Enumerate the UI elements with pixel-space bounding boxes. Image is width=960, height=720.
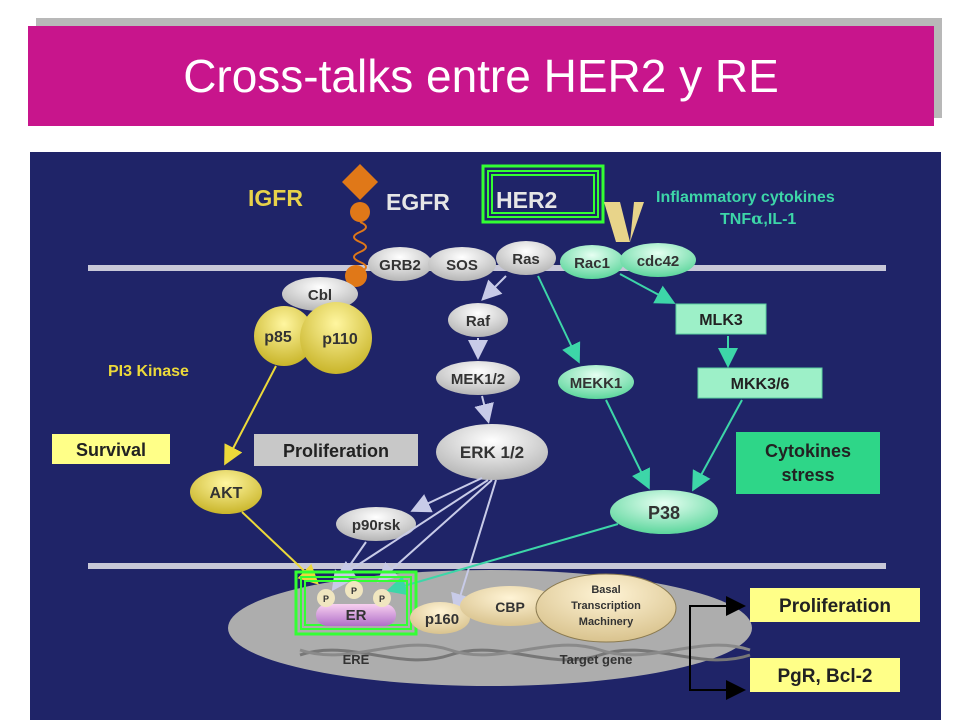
pathway-diagram: IGFR EGFR HER2 Inflammatory cytokines TN… bbox=[30, 152, 941, 720]
er-node bbox=[316, 604, 396, 626]
cbl-label: Cbl bbox=[308, 287, 332, 304]
p110-label: p110 bbox=[322, 331, 358, 348]
her2-label: HER2 bbox=[496, 187, 557, 213]
her2-highlight bbox=[481, 164, 605, 224]
arrow bbox=[605, 399, 650, 490]
rac1-node bbox=[560, 245, 624, 279]
arrow bbox=[481, 275, 507, 301]
her2-highlight bbox=[491, 174, 595, 214]
phospho-node bbox=[317, 589, 335, 607]
raf-node bbox=[448, 303, 508, 337]
cdc42-node bbox=[620, 243, 696, 277]
basal-machinery-node bbox=[535, 573, 677, 643]
output-bracket bbox=[689, 660, 746, 700]
cytokine-receptor bbox=[604, 202, 630, 242]
phospho-label: P bbox=[351, 586, 357, 596]
pgr-output-box bbox=[750, 658, 900, 692]
arrow bbox=[474, 395, 494, 424]
p160-node bbox=[410, 602, 470, 634]
basal-machinery-label: Transcription bbox=[571, 600, 641, 612]
ere-label: ERE bbox=[343, 652, 370, 667]
mek-label: MEK1/2 bbox=[451, 371, 505, 388]
grb2-label: GRB2 bbox=[379, 257, 421, 274]
erk-node bbox=[436, 424, 548, 480]
raf-label: Raf bbox=[466, 313, 491, 330]
er-highlight bbox=[294, 570, 418, 636]
title-bar: Cross-talks entre HER2 y RE bbox=[28, 26, 934, 126]
pathway-svg: IGFR EGFR HER2 Inflammatory cytokines TN… bbox=[52, 164, 920, 700]
arrow bbox=[386, 523, 619, 596]
mek-node bbox=[436, 361, 520, 395]
arrow bbox=[619, 273, 676, 304]
basal-machinery-label: Basal bbox=[591, 584, 620, 596]
arrow bbox=[537, 275, 581, 364]
her2-highlight bbox=[487, 170, 599, 218]
proliferation-mid-label: Proliferation bbox=[283, 441, 389, 461]
pgr-output-label: PgR, Bcl-2 bbox=[777, 666, 872, 687]
er-highlight bbox=[300, 576, 412, 630]
sos-label: SOS bbox=[446, 257, 478, 274]
p85-label: p85 bbox=[264, 329, 292, 346]
survival-label: Survival bbox=[76, 440, 146, 460]
tnf-label: TNFα,IL-1 bbox=[720, 209, 796, 228]
cdc42-label: cdc42 bbox=[637, 253, 680, 270]
egfr-label: EGFR bbox=[386, 189, 450, 215]
mlk3-box bbox=[675, 303, 767, 335]
p90rsk-node bbox=[336, 507, 416, 541]
output-bracket bbox=[689, 596, 746, 660]
sos-node bbox=[428, 247, 496, 281]
cytokines-stress-box bbox=[736, 432, 880, 494]
igfr-diamond bbox=[342, 164, 378, 200]
mkk-box bbox=[697, 367, 823, 399]
dna-strand bbox=[299, 648, 751, 662]
phospho-label: P bbox=[323, 594, 329, 604]
cytokines-stress-label: Cytokines bbox=[765, 441, 851, 461]
phospho-node bbox=[373, 589, 391, 607]
target-gene-label: Target gene bbox=[560, 652, 633, 667]
arrow bbox=[334, 479, 489, 581]
cbp-node bbox=[460, 586, 560, 626]
proliferation-mid-box bbox=[254, 434, 418, 466]
mekk1-node bbox=[558, 365, 634, 399]
proliferation-output-box bbox=[750, 588, 920, 622]
mekk1-label: MEKK1 bbox=[570, 375, 623, 392]
p85-node bbox=[254, 306, 314, 366]
proliferation-output-label: Proliferation bbox=[779, 596, 891, 617]
phospho-node bbox=[345, 581, 363, 599]
p90rsk-label: p90rsk bbox=[352, 517, 401, 534]
p110-node bbox=[300, 302, 372, 374]
pi3-kinase-label: PI3 Kinase bbox=[108, 363, 189, 380]
erk-label: ERK 1/2 bbox=[460, 443, 524, 462]
arrow bbox=[224, 365, 277, 466]
dna-strand bbox=[299, 643, 751, 657]
akt-node bbox=[190, 470, 262, 514]
survival-box bbox=[52, 434, 170, 464]
cytokines-label: Inflammatory cytokines bbox=[656, 189, 835, 206]
igfr-bead bbox=[345, 265, 367, 287]
arrow bbox=[241, 511, 319, 585]
arrow bbox=[692, 399, 743, 492]
cytokines-stress-label: stress bbox=[781, 465, 834, 485]
slide-title: Cross-talks entre HER2 y RE bbox=[183, 50, 779, 102]
igfr-bead bbox=[350, 202, 370, 222]
rac1-label: Rac1 bbox=[574, 255, 610, 272]
ras-label: Ras bbox=[512, 251, 540, 268]
akt-label: AKT bbox=[210, 485, 243, 502]
grb2-node bbox=[368, 247, 432, 281]
phospho-label: P bbox=[379, 594, 385, 604]
mlk3-label: MLK3 bbox=[699, 312, 743, 329]
arrow bbox=[451, 479, 497, 614]
er-label: ER bbox=[346, 607, 367, 624]
basal-machinery-label: Machinery bbox=[579, 616, 634, 628]
cbp-label: CBP bbox=[495, 599, 525, 615]
arrow bbox=[377, 479, 493, 583]
ras-node bbox=[496, 241, 556, 275]
p38-label: P38 bbox=[648, 503, 680, 523]
arrow bbox=[410, 477, 483, 513]
cytokine-receptor bbox=[630, 202, 644, 242]
p38-node bbox=[610, 490, 718, 534]
mkk-label: MKK3/6 bbox=[731, 376, 790, 393]
p160-label: p160 bbox=[425, 611, 459, 628]
igfr-label: IGFR bbox=[248, 185, 303, 211]
